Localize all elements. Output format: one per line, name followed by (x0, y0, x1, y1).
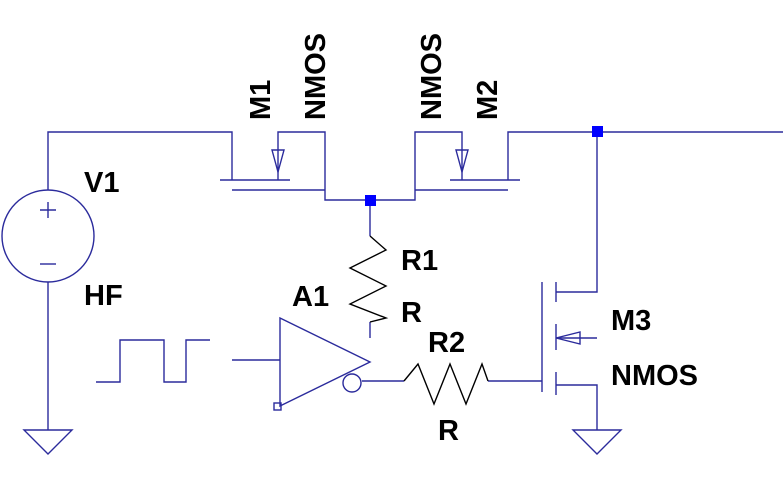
label-m1-name: M1 (245, 80, 277, 120)
transistor-m2 (414, 149, 520, 191)
pulse-waveform-icon (96, 339, 210, 383)
label-r2-value: R (438, 415, 459, 447)
ground-icon-left (22, 429, 74, 455)
ground-icon-right (571, 429, 623, 455)
junction-dot-rail (592, 126, 603, 137)
junction-dot-source (365, 195, 376, 206)
wire-m1-body (277, 131, 326, 150)
a1-ground-pin (273, 402, 282, 411)
m3-arrow-icon (555, 331, 581, 345)
voltage-source-v1 (1, 189, 95, 283)
wire-m3-source-ground (556, 384, 598, 430)
wire-m2-body (414, 131, 463, 150)
a1-triangle (279, 316, 372, 408)
wire-m2-drain-rail (507, 131, 783, 150)
label-v1-name: V1 (84, 167, 119, 199)
wire-v1-to-m1-drain (47, 131, 233, 190)
m2-arrow-icon (455, 149, 469, 175)
label-m2-name: M2 (472, 80, 504, 120)
label-a1-name: A1 (292, 281, 329, 313)
amplifier-a1 (273, 316, 372, 411)
resistor-r2 (403, 362, 489, 406)
m1-arrow-icon (271, 149, 285, 175)
v1-circle (1, 189, 95, 283)
wires (47, 131, 783, 430)
label-r1-name: R1 (401, 245, 438, 277)
transistor-m3 (541, 282, 581, 395)
label-r2-name: R2 (428, 327, 465, 359)
v1-plus-sign (40, 202, 56, 218)
label-m1-model: NMOS (300, 33, 332, 120)
label-v1-value: HF (84, 280, 123, 312)
transistor-m1 (220, 149, 326, 191)
label-m3-model: NMOS (611, 360, 698, 392)
label-m3-name: M3 (611, 305, 651, 337)
label-m2-model: NMOS (416, 33, 448, 120)
resistor-r1 (348, 235, 389, 323)
a1-output-bubble (342, 373, 362, 393)
wire-rail-to-m3 (556, 132, 598, 293)
label-r1-value: R (401, 297, 422, 329)
